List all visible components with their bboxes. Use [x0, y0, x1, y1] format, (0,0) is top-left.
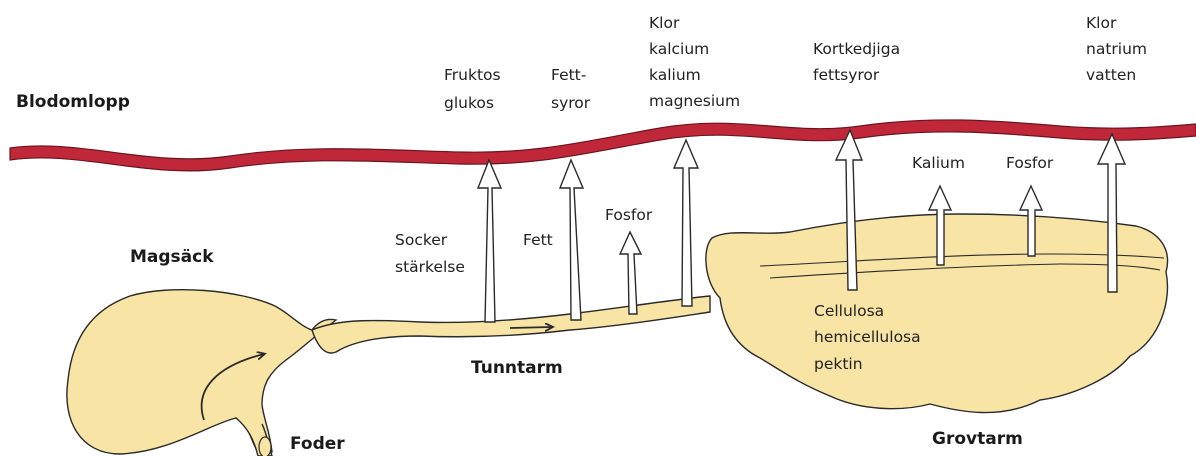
label-magnesium: magnesium — [649, 92, 740, 110]
label-grovtarm: Grovtarm — [932, 429, 1023, 449]
label-klor-2: Klor — [1086, 14, 1117, 32]
absorption-arrow — [478, 160, 501, 322]
label-fett-dash: Fett- — [551, 66, 586, 84]
label-magsack: Magsäck — [130, 247, 214, 267]
label-fosfor-grovtarm: Fosfor — [1006, 154, 1054, 172]
label-fett: Fett — [523, 231, 553, 249]
label-pektin: pektin — [814, 355, 863, 373]
label-kalium-1: kalium — [649, 66, 701, 84]
label-starkelse: stärkelse — [395, 258, 465, 276]
label-fosfor-tunntarm: Fosfor — [605, 206, 653, 224]
label-foder: Foder — [290, 434, 345, 454]
stomach — [67, 290, 336, 454]
label-blodomlopp: Blodomlopp — [16, 92, 130, 112]
small-intestine — [312, 296, 710, 353]
label-socker: Socker — [395, 231, 448, 249]
label-natrium: natrium — [1086, 40, 1147, 58]
label-fettsyror: fettsyror — [813, 66, 880, 84]
absorption-arrow — [620, 232, 641, 314]
label-syror: syror — [551, 94, 591, 112]
absorption-arrow — [560, 160, 583, 320]
esophagus-opening — [259, 437, 271, 456]
label-vatten: vatten — [1086, 66, 1136, 84]
label-tunntarm: Tunntarm — [471, 358, 563, 378]
label-cellulosa: Cellulosa — [814, 302, 884, 320]
label-kalium-2: Kalium — [912, 154, 965, 172]
label-klor-1: Klor — [649, 14, 680, 32]
label-glukos: glukos — [444, 94, 494, 112]
intestine-flow-arrow — [510, 327, 552, 328]
absorption-arrow — [674, 140, 698, 306]
label-kortkedjiga: Kortkedjiga — [813, 40, 900, 58]
label-hemicellulosa: hemicellulosa — [814, 328, 921, 346]
label-fruktos: Fruktos — [444, 66, 501, 84]
label-kalcium: kalcium — [649, 40, 709, 58]
